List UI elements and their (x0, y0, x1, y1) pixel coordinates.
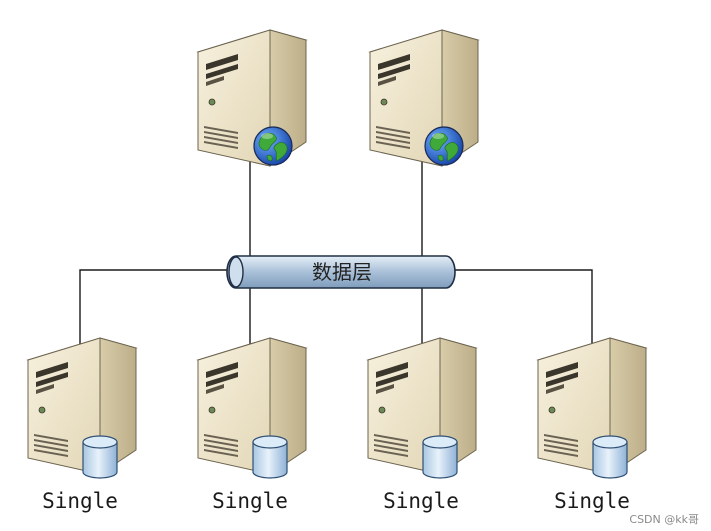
single-server-3-label: Single (383, 489, 459, 513)
data-layer-label: 数据层 (312, 260, 372, 284)
single-server-4-label: Single (554, 489, 630, 513)
globe-icon (253, 126, 293, 166)
single-server-4 (537, 337, 647, 479)
watermark: CSDN @kk哥 (629, 513, 699, 526)
web-server-2 (369, 29, 479, 167)
single-server-3 (367, 337, 477, 479)
database-icon (592, 435, 628, 479)
database-icon (82, 435, 118, 479)
single-server-1 (27, 337, 137, 479)
database-icon (422, 435, 458, 479)
single-server-1-label: Single (42, 489, 118, 513)
single-server-2 (197, 337, 307, 479)
web-server-1 (197, 29, 307, 167)
globe-icon (424, 126, 464, 166)
single-server-2-label: Single (212, 489, 288, 513)
data-layer-bus: 数据层 (226, 255, 456, 289)
database-icon (252, 435, 288, 479)
